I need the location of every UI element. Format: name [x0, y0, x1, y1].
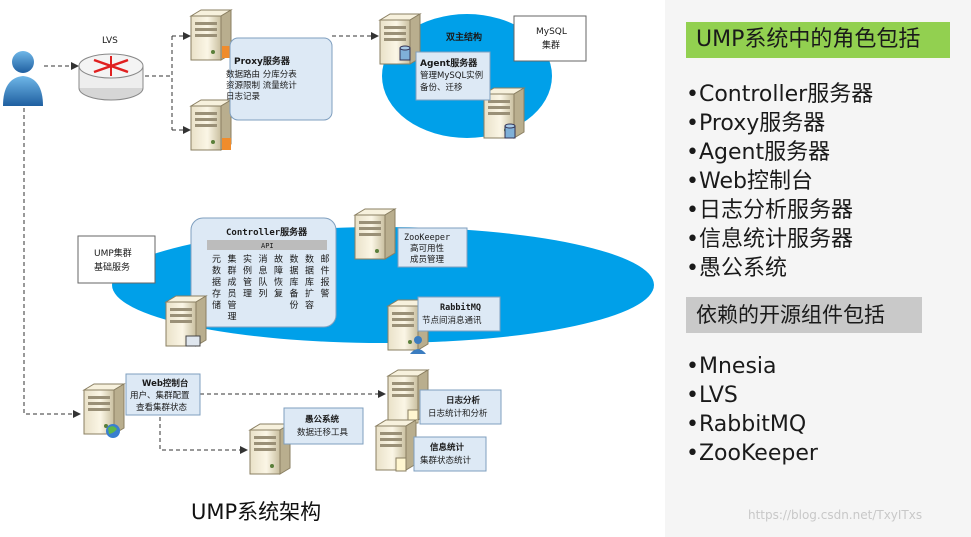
yugong-box: 愚公系统 数据迁移工具	[283, 407, 364, 445]
controller-api: API	[261, 242, 274, 250]
list-item: 信息统计服务器	[686, 225, 873, 254]
lvs-router-icon	[78, 53, 144, 101]
rabbitmq-line: 节点间消息通讯	[422, 315, 482, 326]
list-item: 愚公系统	[686, 254, 873, 283]
info-stats-title: 信息统计	[430, 442, 465, 453]
controller-column: 实例管理	[243, 253, 252, 300]
list-item: Proxy服务器	[686, 109, 873, 138]
roles-heading: UMP系统中的角色包括	[686, 22, 950, 58]
controller-column: 数据库备份	[290, 253, 299, 311]
controller-column: 集群成员管理	[228, 253, 237, 323]
list-item: Agent服务器	[686, 138, 873, 167]
log-analysis-line: 日志统计和分析	[428, 408, 488, 419]
agent-line: 备份、迁移	[420, 82, 463, 93]
controller-box: Controller服务器 API 元数据存储集群成员管理实例管理消息队列故障恢…	[190, 217, 337, 328]
controller-column: 邮件报警	[321, 253, 330, 300]
database-icon	[399, 45, 411, 61]
mysql-line: 集群	[542, 39, 560, 51]
user-icon	[3, 51, 43, 106]
mysql-line: MySQL	[536, 27, 567, 37]
yugong-title: 愚公系统	[305, 414, 340, 425]
zookeeper-line: 高可用性	[410, 243, 445, 254]
controller-title: Controller服务器	[226, 226, 308, 238]
agent-cluster-label: 双主结构	[446, 31, 482, 43]
globe-icon	[106, 424, 120, 438]
log-analysis-box: 日志分析 日志统计和分析	[419, 389, 502, 425]
info-stats-line: 集群状态统计	[420, 455, 472, 466]
controller-column: 消息队列	[259, 253, 268, 300]
mysql-cluster-label-box: MySQL 集群	[513, 15, 587, 62]
web-console-title: Web控制台	[142, 378, 189, 389]
ump-base-line: UMP集群	[94, 247, 132, 259]
lvs-label: LVS	[102, 36, 118, 46]
list-item: LVS	[686, 381, 818, 410]
proxy-title: Proxy服务器	[234, 55, 291, 67]
web-console-line: 查看集群状态	[136, 402, 188, 413]
log-analysis-title: 日志分析	[446, 395, 481, 406]
web-console-box: Web控制台 用户、集群配置 查看集群状态	[125, 373, 201, 416]
info-stats-box: 信息统计 集群状态统计	[413, 436, 487, 472]
web-console-line: 用户、集群配置	[130, 390, 190, 401]
proxy-box: Proxy服务器 数据路由 分库分表 资源限制 流量统计 日志记录	[226, 37, 333, 121]
zookeeper-box: ZooKeeper 高可用性 成员管理	[397, 227, 468, 268]
zookeeper-line: 成员管理	[410, 254, 445, 265]
yugong-line: 数据迁移工具	[297, 427, 349, 438]
watermark: https://blog.csdn.net/TxyITxs	[748, 508, 923, 522]
rabbitmq-box: RabbitMQ 节点间消息通讯	[417, 296, 501, 332]
database-icon	[504, 123, 516, 139]
ump-base-line: 基础服务	[94, 261, 130, 273]
list-item: Mnesia	[686, 352, 818, 381]
list-item: Web控制台	[686, 167, 873, 196]
controller-column: 数据库扩容	[305, 253, 314, 311]
proxy-line: 数据路由 分库分表	[226, 69, 297, 80]
user-badge-icon	[410, 336, 426, 354]
agent-line: 管理MySQL实例	[420, 70, 483, 81]
controller-column: 故障恢复	[274, 253, 283, 300]
connections	[23, 32, 386, 454]
zookeeper-title: ZooKeeper	[404, 233, 450, 243]
agent-title: Agent服务器	[420, 57, 478, 69]
diagram-caption: UMP系统架构	[191, 500, 322, 524]
list-item: ZooKeeper	[686, 439, 818, 468]
ump-base-label-box: UMP集群 基础服务	[77, 235, 156, 284]
list-item: Controller服务器	[686, 80, 873, 109]
controller-column: 元数据存储	[212, 255, 221, 311]
list-item: 日志分析服务器	[686, 196, 873, 225]
proxy-line: 日志记录	[226, 91, 261, 102]
list-item: RabbitMQ	[686, 410, 818, 439]
agent-box: Agent服务器 管理MySQL实例 备份、迁移	[415, 51, 491, 101]
proxy-line: 资源限制 流量统计	[226, 80, 297, 91]
roles-list: Controller服务器 Proxy服务器 Agent服务器 Web控制台 日…	[686, 80, 873, 283]
deps-list: Mnesia LVS RabbitMQ ZooKeeper	[686, 352, 818, 468]
zookeeper-server-icon	[354, 208, 396, 260]
deps-heading: 依赖的开源组件包括	[686, 297, 922, 333]
rabbitmq-title: RabbitMQ	[440, 302, 481, 313]
